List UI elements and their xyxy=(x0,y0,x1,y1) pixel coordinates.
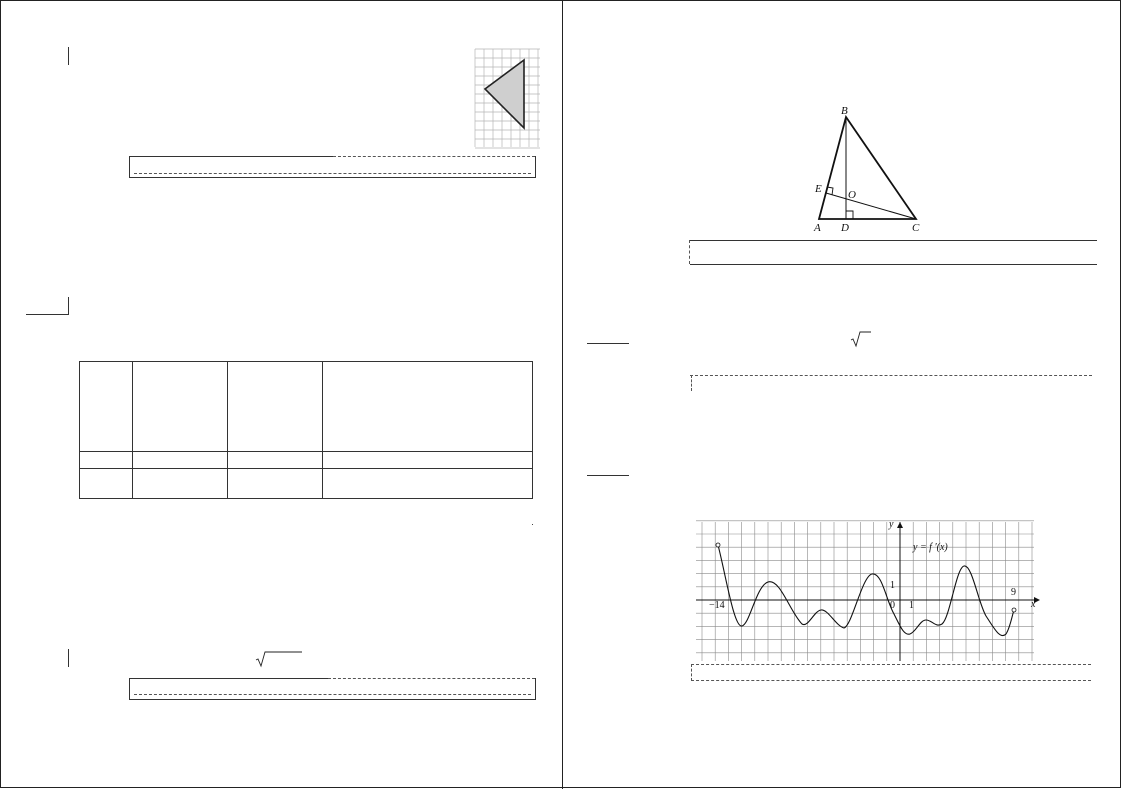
answer-field[interactable] xyxy=(129,156,536,178)
vertex-label-c: C xyxy=(912,222,920,234)
table-cell xyxy=(227,451,323,469)
table-cell xyxy=(132,451,228,469)
graph-grid xyxy=(696,520,1034,661)
tick-label-origin: 0 xyxy=(890,600,895,611)
task-marker xyxy=(68,47,69,65)
vertex-label-e: E xyxy=(814,183,822,195)
vertex-label-b: B xyxy=(841,105,848,117)
x-axis-arrow xyxy=(1034,597,1040,603)
x-axis-label: x xyxy=(1030,599,1036,610)
tick-label-one-x: 1 xyxy=(909,600,914,611)
triangle-grid-figure xyxy=(474,48,540,149)
answer-field[interactable] xyxy=(690,375,1092,376)
y-axis-arrow xyxy=(897,522,903,528)
table-cell xyxy=(79,361,133,452)
curve-endpoint-right xyxy=(1011,607,1017,613)
table-cell xyxy=(132,361,228,452)
y-axis-label: y xyxy=(888,519,894,530)
answer-field[interactable] xyxy=(691,664,1091,681)
table-cell xyxy=(322,361,533,452)
table-cell xyxy=(227,361,323,452)
derivative-graph: y x y = f ′(x) −14 0 1 1 9 xyxy=(696,519,1040,661)
table-cell xyxy=(132,468,228,499)
table-cell xyxy=(227,468,323,499)
answer-field[interactable] xyxy=(689,240,1097,265)
derivative-curve xyxy=(717,544,1015,636)
table-cell xyxy=(322,468,533,499)
vertex-label-o: O xyxy=(848,189,856,201)
speck xyxy=(532,524,533,525)
task-marker xyxy=(68,297,69,315)
tick-label-right-end: 9 xyxy=(1011,587,1016,598)
task-marker xyxy=(587,343,629,344)
table-cell xyxy=(79,468,133,499)
tick-label-left-end: −14 xyxy=(709,600,725,611)
page-divider xyxy=(562,1,563,789)
curve-endpoint-left xyxy=(715,542,721,548)
answer-field-edge xyxy=(691,375,692,391)
sqrt-symbol xyxy=(850,331,871,348)
answer-field[interactable] xyxy=(129,678,536,700)
function-label: y = f ′(x) xyxy=(912,542,948,553)
sqrt-symbol xyxy=(255,651,302,668)
task-marker xyxy=(68,649,69,667)
triangle-abc-diagram: B E O A D C xyxy=(813,105,920,234)
vertex-label-d: D xyxy=(840,222,849,234)
data-table xyxy=(79,361,533,499)
vertex-label-a: A xyxy=(813,222,821,234)
table-cell xyxy=(79,451,133,469)
tick-label-one-y: 1 xyxy=(890,580,895,591)
table-cell xyxy=(322,451,533,469)
task-marker xyxy=(587,475,629,476)
shaded-triangle xyxy=(483,58,525,130)
task-marker xyxy=(26,314,68,315)
